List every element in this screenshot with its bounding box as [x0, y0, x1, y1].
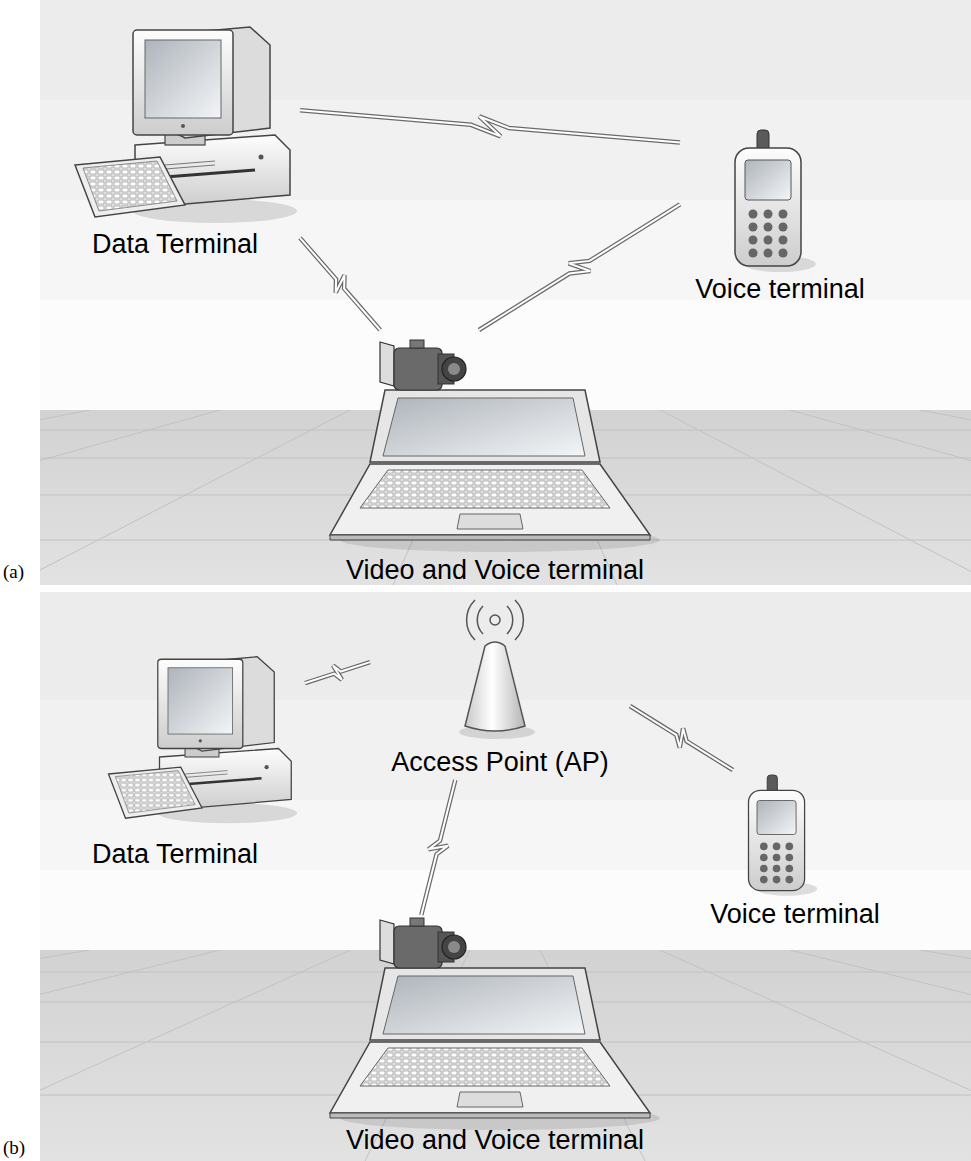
panel-b-background [40, 950, 220, 1161]
panel-label: (b) [3, 1138, 25, 1159]
wireless-link [421, 780, 455, 915]
link-core [300, 238, 380, 330]
link-outline [630, 706, 733, 770]
wireless-link [305, 662, 370, 683]
panel-a-background [40, 410, 220, 585]
link-outline [421, 780, 455, 915]
device-node: Data Terminal [50, 20, 300, 262]
device-label: Video and Voice terminal [346, 555, 644, 586]
device-node: Access Point (AP) [370, 596, 630, 780]
panel-label: (a) [3, 562, 24, 583]
wireless-links [300, 110, 733, 915]
laptop-camera-icon [330, 340, 660, 552]
panel-b-background [0, 592, 971, 1161]
panel-b-background [40, 870, 971, 950]
device-label: Data Terminal [92, 229, 258, 260]
panel-a-background [0, 0, 971, 585]
device-label: Data Terminal [92, 839, 258, 870]
panel-b-background [40, 950, 90, 1161]
wireless-link [300, 238, 380, 330]
panel-a-background [40, 410, 90, 585]
link-outline [300, 110, 680, 142]
panel-a-background [790, 410, 971, 585]
panel-a-background [40, 410, 350, 585]
panel-b-background [920, 950, 971, 1161]
device-node: Voice terminal [680, 125, 880, 307]
mobile-phone-icon [749, 775, 818, 896]
device-node: Video and Voice terminal [300, 330, 690, 588]
device-label: Access Point (AP) [391, 747, 609, 778]
device-node: Data Terminal [45, 652, 305, 872]
link-outline [479, 204, 680, 330]
link-core [421, 780, 455, 915]
device-node: Voice terminal [680, 770, 910, 932]
panel-a-background [660, 410, 971, 585]
mobile-phone-icon [735, 130, 816, 272]
panel-b-background [660, 950, 971, 1161]
laptop-camera-icon [330, 918, 660, 1130]
link-core [479, 204, 680, 330]
device-node: Video and Voice terminal [300, 915, 690, 1158]
device-label: Voice terminal [695, 274, 865, 305]
link-core [630, 706, 733, 770]
access-point-icon [459, 600, 535, 739]
desktop-computer-icon [75, 27, 297, 223]
panel-b-background [40, 950, 350, 1161]
link-outline [305, 662, 370, 683]
link-outline [300, 238, 380, 330]
desktop-computer-icon [109, 657, 298, 824]
panel-a-background [920, 410, 971, 585]
link-core [305, 662, 370, 683]
wireless-link [479, 204, 680, 330]
device-label: Video and Voice terminal [346, 1125, 644, 1156]
wireless-link [300, 110, 680, 142]
panel-b-background [790, 950, 971, 1161]
wireless-link [630, 706, 733, 770]
link-core [300, 110, 680, 142]
device-label: Voice terminal [710, 899, 880, 930]
